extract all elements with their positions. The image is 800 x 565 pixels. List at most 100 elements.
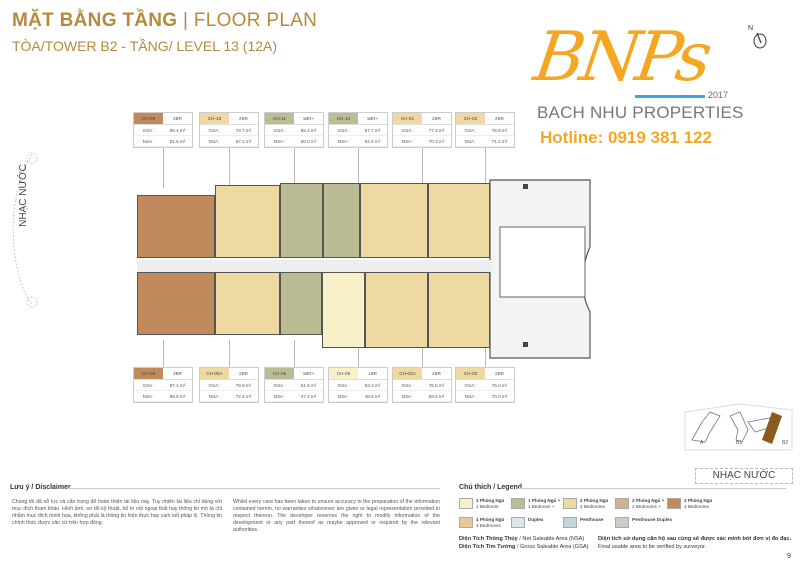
nsa-row: NSA :71.2 m²	[456, 136, 514, 147]
gsa-row: GSA :53.3 m²	[329, 380, 387, 391]
nsa-value: 89.5 m²	[169, 393, 186, 399]
legend-label-en: 2 Bedrooms	[580, 504, 605, 509]
nsa-label: NSA :	[208, 393, 221, 399]
nsa-label: NSA :	[142, 138, 155, 144]
unit-type: 1BR	[368, 371, 377, 376]
legend-swatch	[511, 498, 525, 509]
unit-type: 2BR	[495, 116, 504, 121]
gsa-label: GSA :	[142, 382, 155, 388]
leader-line	[485, 340, 486, 367]
plan-unit-ch-03[interactable]	[428, 272, 490, 348]
nsa-label: NSA :	[208, 138, 221, 144]
gsa-definition: Diện Tích Tim Tường / Gross Saleable Are…	[459, 544, 589, 550]
gsa-value: 73.7 m²	[235, 127, 252, 133]
legend-swatch	[511, 517, 525, 528]
unit-code: CH-06A	[200, 368, 229, 379]
nsa-value: 69.6 m²	[428, 393, 445, 399]
tower-label-b1: B1	[736, 440, 743, 446]
nsa-label: NSA :	[464, 393, 477, 399]
nsa-row: NSA :50.0 m²	[265, 136, 323, 147]
unit-type: 2BR	[239, 116, 248, 121]
unit-code: CH-06	[265, 368, 294, 379]
gsa-value: 97.1 m²	[169, 382, 186, 388]
legend-item: Penthouse	[580, 517, 603, 523]
nsa-value: 52.4 m²	[364, 138, 381, 144]
leader-line	[485, 148, 486, 188]
plan-unit-ch-05[interactable]	[322, 272, 365, 348]
plan-unit-ch-09[interactable]	[137, 195, 215, 258]
plan-unit-ch-12[interactable]	[323, 183, 360, 258]
gsa-value: 98.4 m²	[169, 127, 186, 133]
gsa-row: GSA :76.9 m²	[456, 125, 514, 136]
legend-swatch	[667, 498, 681, 509]
plan-unit-ch-02[interactable]	[428, 183, 490, 258]
disclaimer-text-en: Whilst every care has been taken to ensu…	[233, 499, 440, 533]
nsa-row: NSA :47.4 m²	[265, 391, 323, 402]
gsa-row: GSA :76.0 m²	[393, 380, 451, 391]
plan-unit-ch-06a[interactable]	[215, 272, 280, 335]
leader-line	[358, 148, 359, 188]
nsa-label: NSA :	[401, 393, 414, 399]
legend-label-vi: Duplex	[528, 517, 544, 522]
gsa-value: 51.6 m²	[300, 382, 317, 388]
gsa-label: GSA :	[208, 127, 221, 133]
legend-label-vi: 1 Phòng Ngủ +	[528, 498, 561, 503]
legend-label-vi: 4 Phòng Ngủ	[476, 517, 505, 522]
legend-label-en: 1 Bedroom +	[528, 504, 555, 509]
page-number: 9	[787, 553, 791, 560]
nsa-label: NSA :	[337, 393, 350, 399]
nsa-row: NSA : 69.6 m²	[393, 391, 451, 402]
gsa-value: 76.9 m²	[491, 127, 508, 133]
tower-b2-highlight	[762, 412, 782, 444]
unit-code: CH-01	[393, 113, 422, 124]
gsa-value: 55.4 m²	[300, 127, 317, 133]
brand-name: BACH NHU PROPERTIES	[537, 103, 744, 122]
plan-unit-ch-11[interactable]	[280, 183, 323, 258]
nsa-row: NSA :52.4 m²	[329, 136, 387, 147]
leader-line	[163, 148, 164, 188]
unit-type: 2BR	[239, 371, 248, 376]
plan-unit-ch-03a[interactable]	[365, 272, 428, 348]
plan-unit-ch-10[interactable]	[215, 185, 280, 258]
gsa-row: GSA :57.7 m²	[329, 125, 387, 136]
legend-swatch	[615, 498, 629, 509]
survey-note-en: Final usable area to be verified by surv…	[598, 544, 707, 550]
unit-type: 2BR	[432, 371, 441, 376]
logo-year: 2017	[708, 90, 729, 100]
plan-unit-ch-01[interactable]	[360, 183, 428, 258]
legend-swatch	[459, 498, 473, 509]
plan-unit-ch-06[interactable]	[280, 272, 322, 335]
legend-label-vi: 2 Phòng Ngủ +	[632, 498, 665, 503]
nsa-value: 91.6 m²	[169, 138, 186, 144]
plan-unit-ch-08[interactable]	[137, 272, 215, 335]
unit-card-header: CH-06A 2BR	[200, 368, 258, 380]
unit-type: 1BR+	[302, 116, 315, 121]
leader-line	[422, 148, 423, 188]
north-arrow-icon: N	[748, 25, 768, 49]
tower-label-b2: B2	[782, 440, 789, 446]
unit-type: 2BR	[432, 116, 441, 121]
gsa-label: GSA :	[208, 382, 221, 388]
leader-line	[229, 148, 230, 188]
legend-item: Duplex	[528, 517, 543, 523]
legend-label-en: 4 Bedrooms	[476, 523, 501, 528]
legend-swatch	[563, 498, 577, 509]
